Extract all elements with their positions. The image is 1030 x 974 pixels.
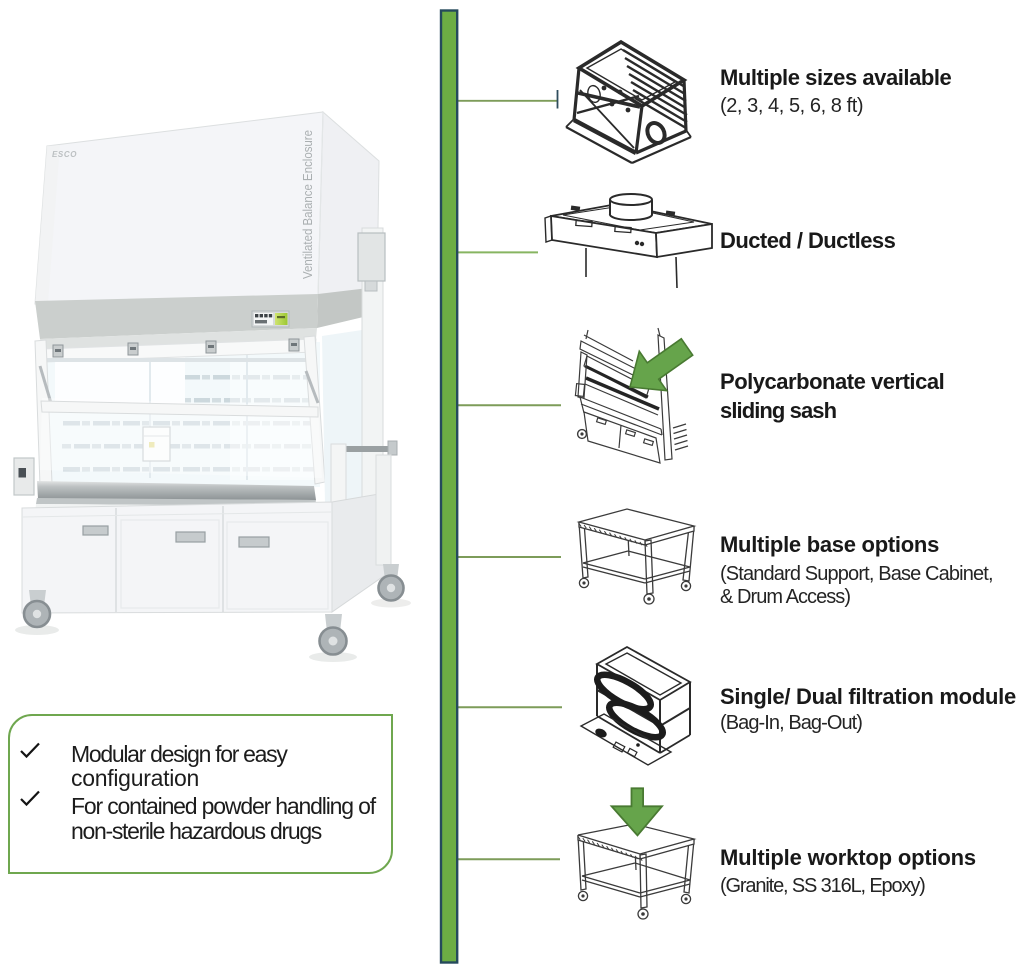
svg-text:Ventilated Balance Enclosure: Ventilated Balance Enclosure: [301, 130, 315, 279]
svg-text:ESCO: ESCO: [52, 150, 77, 159]
